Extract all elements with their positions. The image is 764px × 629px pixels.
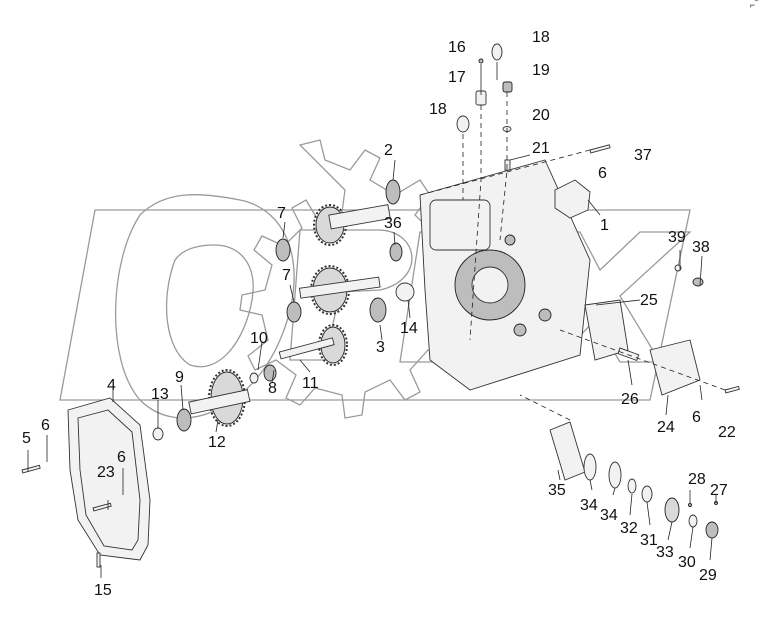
callout-13: 13 bbox=[151, 386, 169, 403]
callout-2: 2 bbox=[384, 142, 393, 159]
callout-32: 32 bbox=[620, 520, 638, 537]
callout-1: 1 bbox=[600, 217, 609, 234]
callout-30: 30 bbox=[678, 554, 696, 571]
callout-25: 25 bbox=[640, 292, 658, 309]
callout-6-top: 6 bbox=[598, 165, 607, 182]
callout-12: 12 bbox=[208, 434, 226, 451]
bolts bbox=[21, 144, 740, 568]
callout-35: 35 bbox=[548, 482, 566, 499]
callout-24: 24 bbox=[657, 419, 675, 436]
callout-37: 37 bbox=[634, 147, 652, 164]
callout-34-left: 34 bbox=[580, 497, 598, 514]
callout-labels: 1 2 3 4 5 6 6 6 6 7 7 8 9 10 11 12 13 14… bbox=[22, 29, 736, 599]
shaft-12 bbox=[152, 364, 277, 441]
callout-38: 38 bbox=[692, 239, 710, 256]
callout-27: 27 bbox=[710, 482, 728, 499]
callout-15: 15 bbox=[94, 582, 112, 599]
callout-11: 11 bbox=[302, 375, 319, 392]
callout-34-right: 34 bbox=[600, 507, 618, 524]
callout-31: 31 bbox=[640, 532, 658, 549]
callout-17: 17 bbox=[448, 69, 466, 86]
callout-18-left: 18 bbox=[429, 101, 447, 118]
callout-28: 28 bbox=[688, 471, 706, 488]
callout-10: 10 bbox=[250, 330, 268, 347]
callout-16: 16 bbox=[448, 39, 466, 56]
shaft-assembly-upper bbox=[275, 179, 403, 262]
corner-mark: ⌐‾ bbox=[749, 0, 758, 10]
shaft-assembly-middle bbox=[286, 265, 415, 323]
pump-assembly bbox=[584, 264, 704, 396]
callout-7-upper: 7 bbox=[277, 205, 286, 222]
watermark-letter-o bbox=[114, 194, 295, 419]
callout-3: 3 bbox=[376, 339, 385, 356]
callout-22: 22 bbox=[718, 424, 736, 441]
callout-33: 33 bbox=[656, 544, 674, 561]
callout-4: 4 bbox=[107, 377, 116, 394]
top-fittings bbox=[456, 43, 513, 171]
callout-26: 26 bbox=[621, 391, 639, 408]
callout-21: 21 bbox=[532, 140, 550, 157]
callout-9: 9 bbox=[175, 369, 184, 386]
callout-29: 29 bbox=[699, 567, 717, 584]
shaft-11 bbox=[278, 324, 348, 366]
callout-23: 23 bbox=[97, 464, 115, 481]
callout-5: 5 bbox=[22, 430, 31, 447]
callout-6-left: 6 bbox=[41, 417, 50, 434]
callout-36: 36 bbox=[384, 215, 402, 232]
gasket-1 bbox=[554, 179, 591, 219]
cover-4 bbox=[67, 397, 151, 561]
callout-7-lower: 7 bbox=[282, 267, 291, 284]
callout-19: 19 bbox=[532, 62, 550, 79]
callout-8: 8 bbox=[268, 380, 277, 397]
callout-18-top: 18 bbox=[532, 29, 550, 46]
callout-6-right: 6 bbox=[692, 409, 701, 426]
leader-lines bbox=[27, 62, 726, 578]
callout-6-cover: 6 bbox=[117, 449, 126, 466]
callout-20: 20 bbox=[532, 107, 550, 124]
callout-39: 39 bbox=[668, 229, 686, 246]
callout-14: 14 bbox=[400, 320, 418, 337]
transmission-housing bbox=[419, 159, 591, 391]
lower-right-assembly bbox=[549, 421, 719, 539]
